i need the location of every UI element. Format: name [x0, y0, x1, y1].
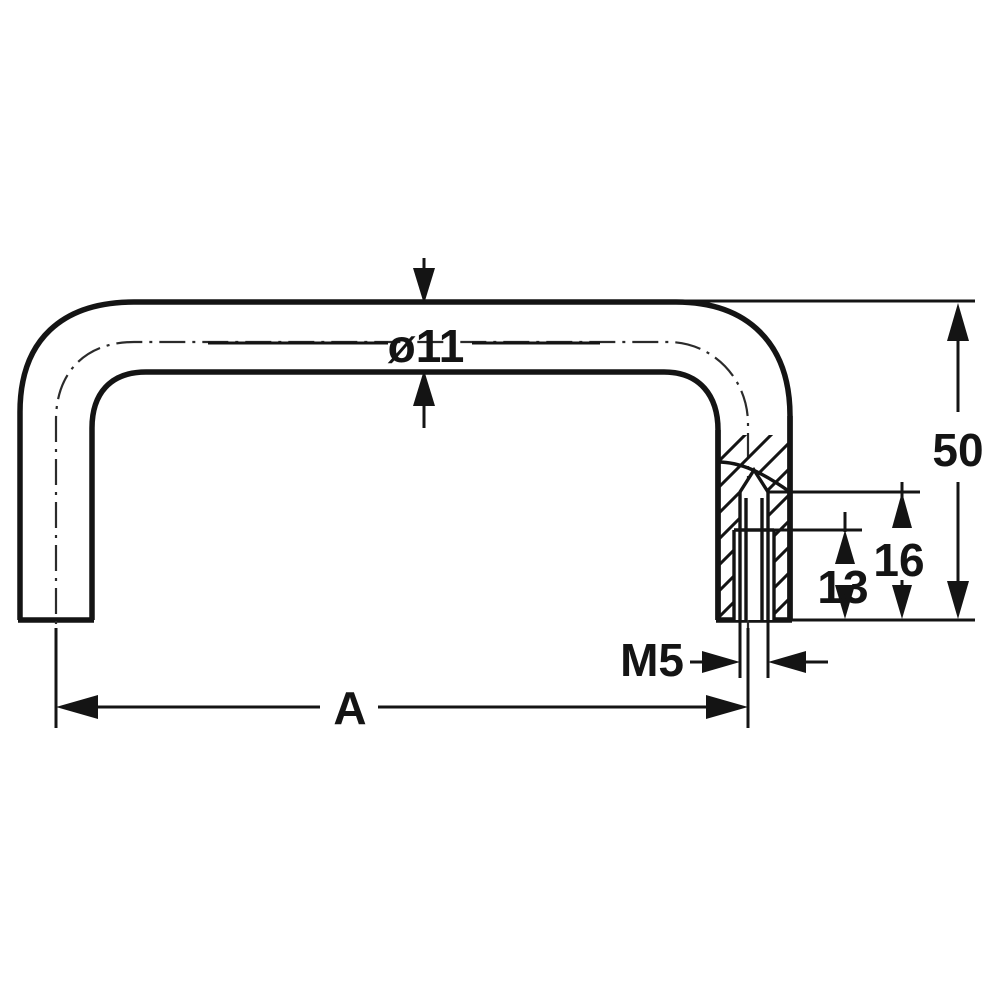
bore-depth-arrow-top [835, 530, 855, 564]
dimension-label-bore-depth: 13 [817, 561, 868, 613]
handle-body-outline [17, 299, 793, 623]
bore-depth-arrow-bottom [835, 585, 855, 619]
length-arrow-right [706, 695, 748, 719]
tube-axis-centerline [54, 340, 750, 700]
diameter-lower-arrow [413, 370, 435, 406]
dimension-label-height: 50 [932, 424, 983, 476]
dimension-label-thread-depth: 16 [873, 534, 924, 586]
section-boundary [717, 460, 791, 494]
dimension-overall-length: A [54, 628, 750, 734]
handle-outer-profile [17, 299, 793, 620]
dimension-bore-depth: 13 [774, 512, 869, 619]
thread-depth-arrow-bottom [892, 585, 912, 619]
dimension-tube-diameter: ø11 [208, 258, 600, 428]
height-arrow-top [947, 303, 969, 341]
diameter-upper-arrow [413, 268, 435, 304]
thread-arrow-left [702, 651, 740, 673]
boss-bore-outline [732, 466, 776, 620]
length-arrow-left [56, 695, 98, 719]
dimension-label-overall-length: A [333, 682, 366, 734]
dimension-overall-height: 50 [676, 299, 984, 622]
thread-arrow-right [768, 651, 806, 673]
thread-depth-arrow-top [892, 492, 912, 528]
dimension-thread-size: M5 [620, 622, 828, 686]
dimension-label-thread-size: M5 [620, 634, 684, 686]
dimension-thread-depth: 16 [768, 482, 925, 619]
centerlines [54, 340, 750, 700]
handle-inner-profile [89, 369, 721, 620]
height-arrow-bottom [947, 581, 969, 619]
boss-side-walls [715, 416, 793, 620]
dimension-label-diameter: ø11 [388, 320, 465, 372]
